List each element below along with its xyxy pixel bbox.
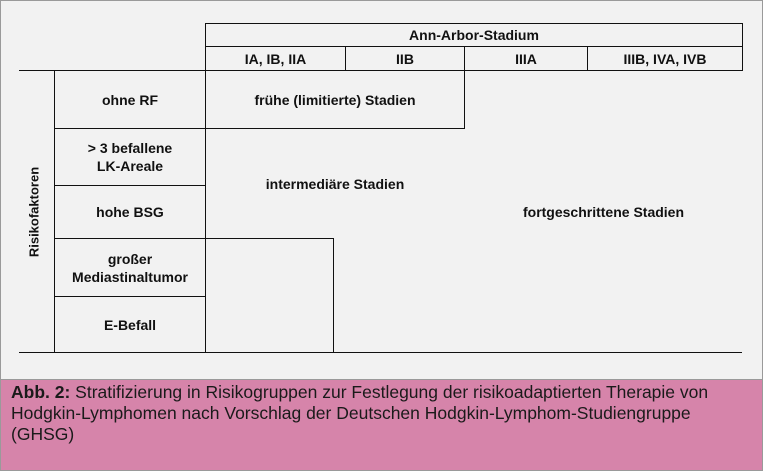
line-right-outer (742, 23, 743, 71)
stage-col-2: IIB (396, 50, 414, 67)
line-col-iiia (464, 46, 465, 129)
line-left-outer (54, 70, 55, 353)
line-intermediate-step (333, 238, 334, 353)
stage-col-4: IIIB, IVA, IVB (623, 50, 707, 67)
line-risk-divider (205, 23, 206, 353)
line-stage-header (205, 46, 742, 47)
risk-row-4: großer Mediastinaltumor (72, 250, 188, 285)
risk-row-2: > 3 befallene LK-Areale (87, 140, 173, 174)
figure-caption: Abb. 2: Stratifizierung in Risikogruppen… (1, 379, 762, 470)
region-advanced: fortgeschrittene Stadien (522, 203, 685, 220)
risk-row-1: ohne RF (102, 91, 158, 108)
risk-factors-label: Risikofaktoren (26, 166, 42, 258)
line-row4-bottom (54, 296, 206, 297)
caption-text: Stratifizierung in Risikogruppen zur Fes… (11, 382, 709, 444)
risk-row-3: hohe BSG (96, 204, 164, 220)
region-intermediate: intermediäre Stadien (265, 175, 405, 192)
line-row3-bottom (54, 238, 334, 239)
stage-col-3: IIIA (515, 50, 537, 67)
region-early: frühe (limitierte) Stadien (254, 91, 416, 108)
ann-arbor-header: Ann-Arbor-Stadium (409, 27, 539, 43)
line-col-iiib (587, 46, 588, 71)
line-body-bottom (19, 352, 742, 353)
line-top-header (205, 23, 742, 24)
caption-label: Abb. 2: (11, 382, 71, 402)
stage-col-1: IA, IB, IIA (244, 50, 307, 67)
line-row1-bottom (54, 128, 464, 129)
line-row2-bottom (54, 185, 206, 186)
risk-row-5: E-Befall (103, 316, 157, 333)
line-col-iib (345, 46, 346, 71)
risk-stratification-table: Ann-Arbor-Stadium IA, IB, IIA IIB IIIA I… (19, 23, 743, 353)
line-body-top (19, 70, 742, 71)
